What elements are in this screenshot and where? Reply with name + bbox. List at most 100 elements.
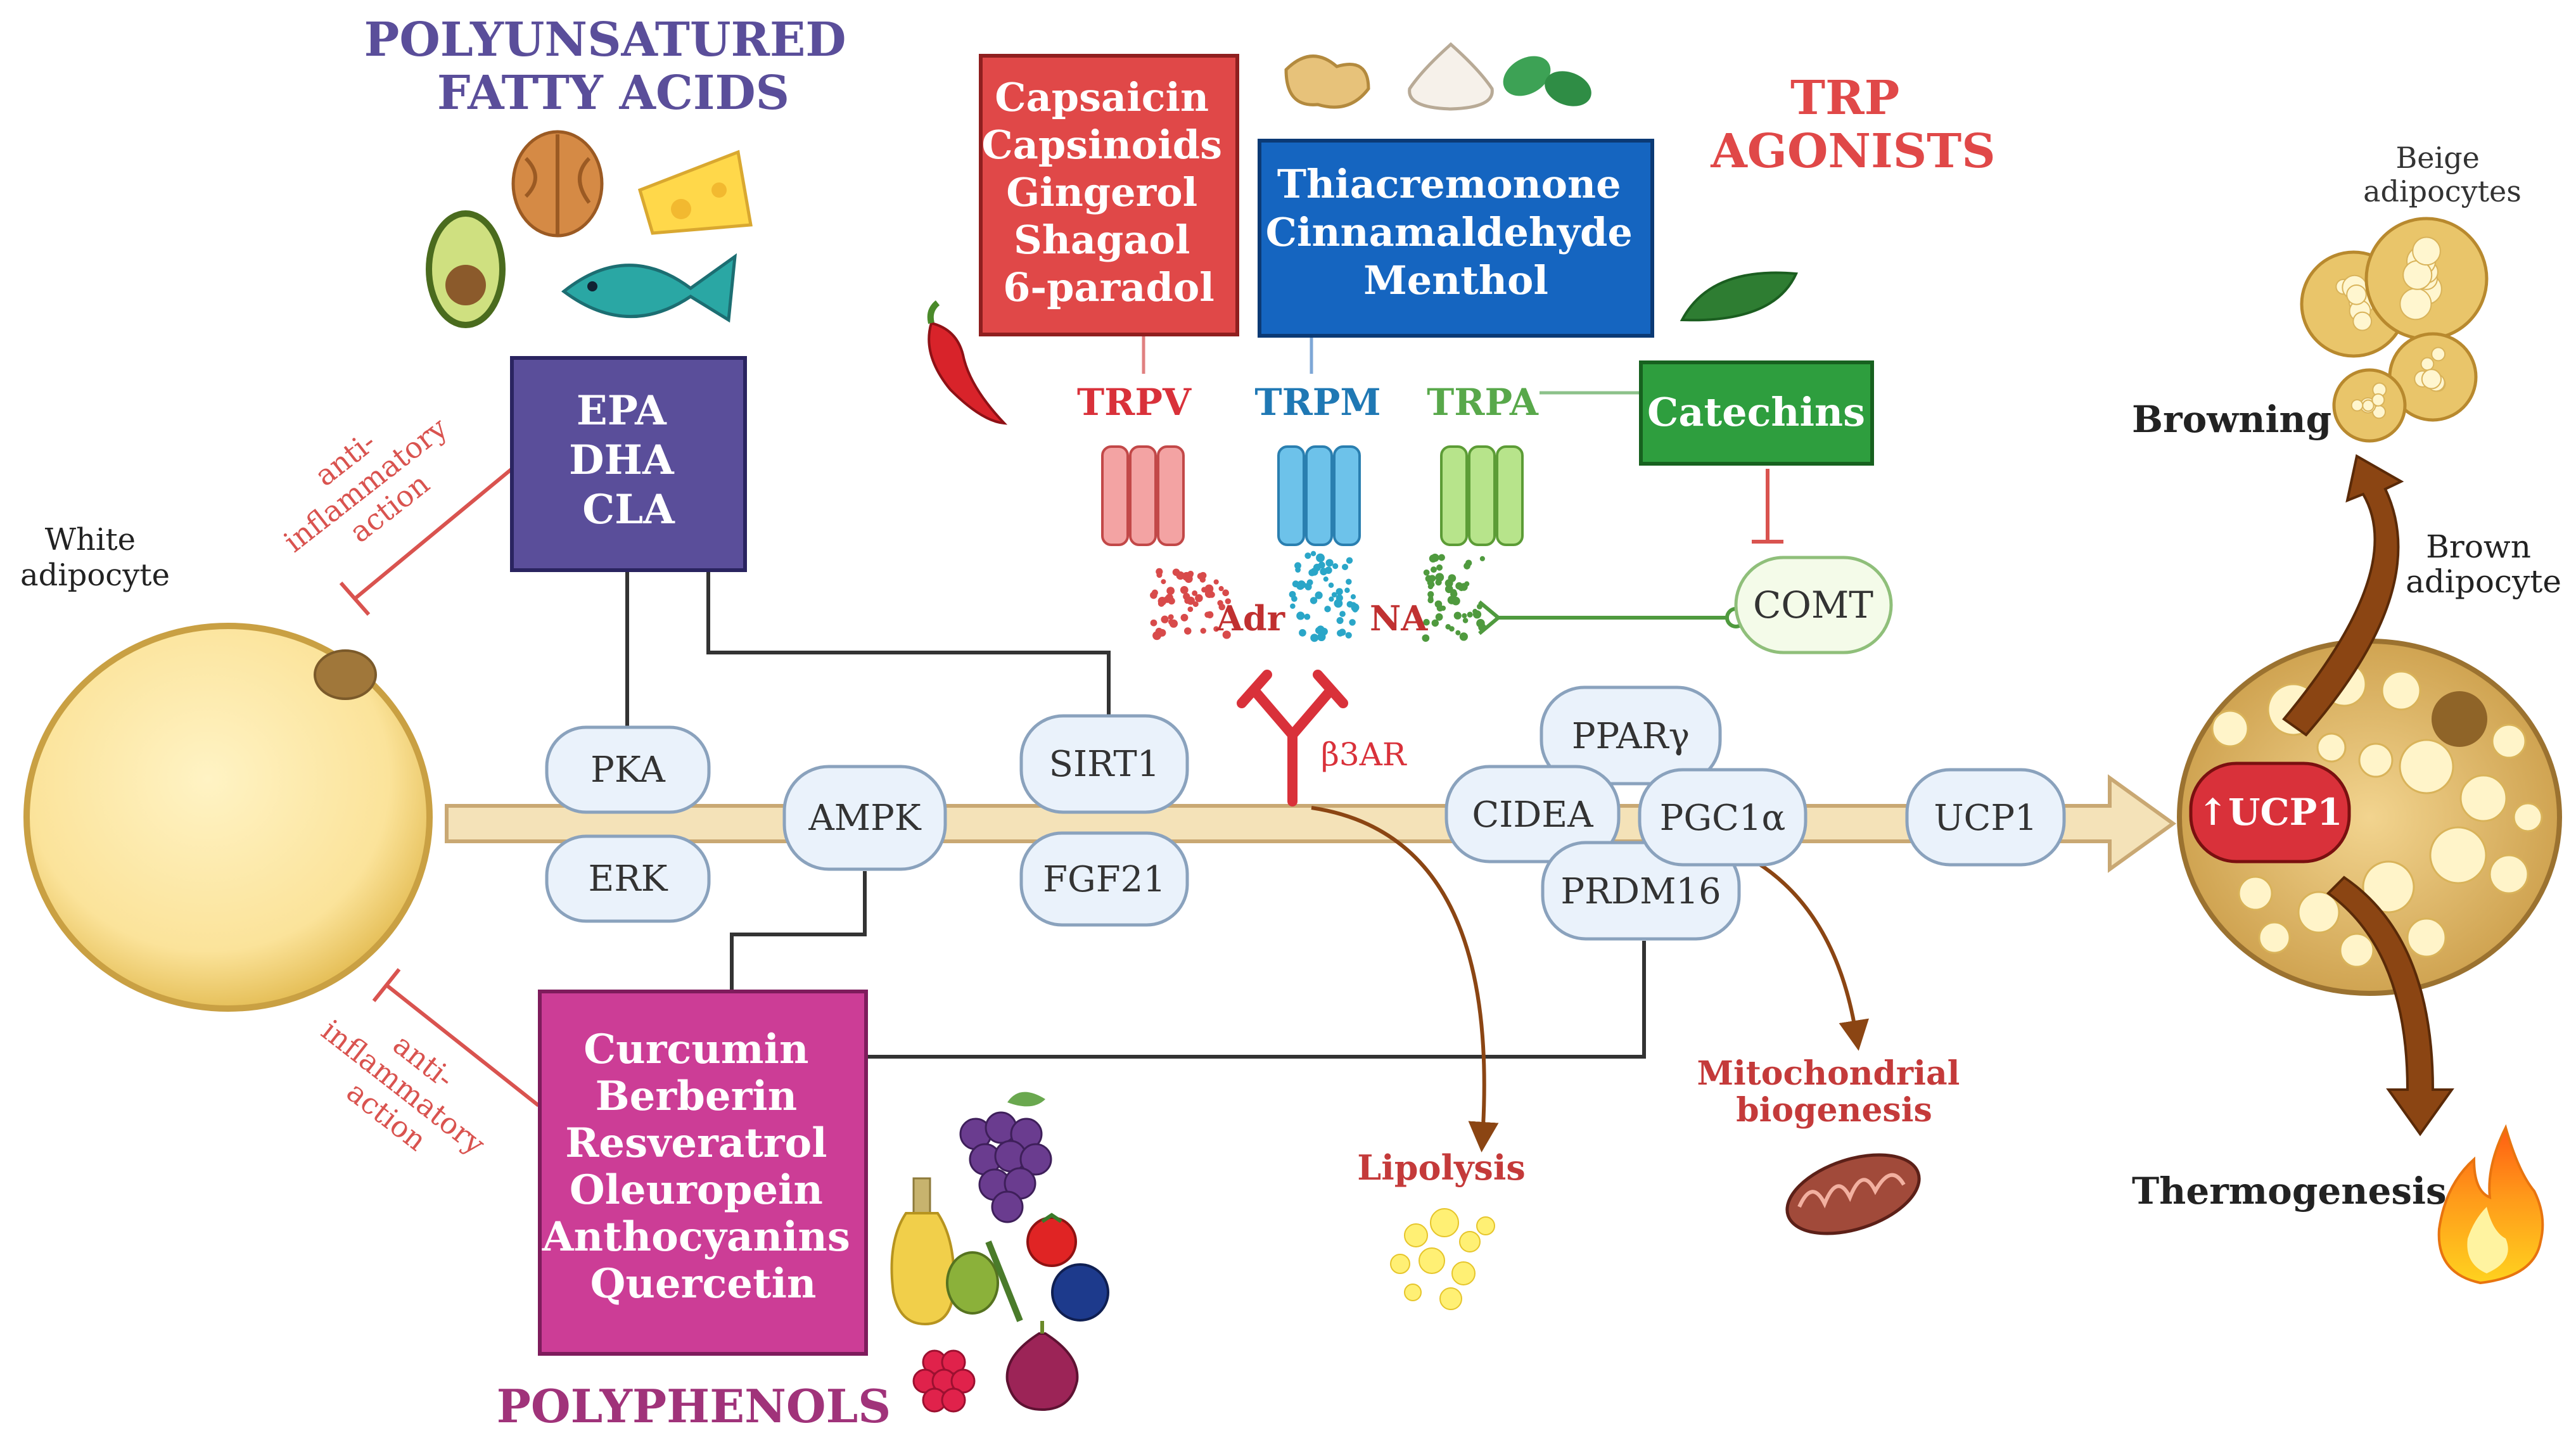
- decor-dot: [1213, 626, 1220, 632]
- pufa-box: EPA DHA CLA: [510, 356, 747, 572]
- decor-dot: [1213, 579, 1219, 585]
- trpm-label: TRPM: [1254, 381, 1380, 424]
- decor-dot: [1459, 632, 1468, 641]
- anti-inflammatory-label-bottom: anti- inflammatory action: [295, 987, 519, 1193]
- decor-dot: [1422, 634, 1430, 642]
- decor-dot: [1434, 600, 1443, 608]
- decor-dot: [1455, 630, 1461, 635]
- decor-dot: [1187, 606, 1194, 613]
- svg-text:↑UCP1: ↑UCP1: [2197, 791, 2342, 834]
- olive-icon: [946, 1240, 1023, 1322]
- decor-dot: [1329, 596, 1334, 602]
- ampk-node: AMPK: [782, 765, 947, 871]
- lipolysis-label: Lipolysis: [1357, 1147, 1525, 1188]
- decor-dot: [1431, 619, 1439, 627]
- main-pathway-arrow: [445, 774, 2177, 873]
- decor-dot: [1318, 561, 1325, 569]
- decor-dot: [1297, 580, 1306, 589]
- decor-dot: [1459, 1231, 1481, 1252]
- decor-dot: [1172, 568, 1180, 577]
- svg-text:COMT: COMT: [1753, 583, 1873, 627]
- prdm16-node: PRDM16: [1541, 841, 1741, 941]
- decor-dot: [1445, 624, 1451, 630]
- decor-dot: [1453, 611, 1462, 620]
- flame-icon: [2437, 1124, 2544, 1285]
- decor-dot: [1336, 617, 1344, 625]
- decor-dot: [1336, 588, 1343, 596]
- svg-text:AMPK: AMPK: [808, 798, 921, 839]
- decor-dot: [991, 1190, 1024, 1223]
- decor-dot: [2421, 369, 2442, 390]
- decor-dot: [2381, 670, 2421, 711]
- decor-dot: [1430, 566, 1437, 573]
- trpv-label: TRPV: [1077, 381, 1192, 424]
- trpa-channel-icon: [1440, 445, 1524, 546]
- decor-dot: [1464, 581, 1470, 587]
- decor-dot: [1472, 609, 1478, 615]
- white-adipocyte-label: White adipocyte: [20, 522, 170, 593]
- brown-adipocyte-label: Brown adipocyte: [2406, 528, 2561, 600]
- decor-dot: [1169, 619, 1178, 628]
- decor-dot: [1197, 573, 1204, 580]
- decor-dot: [1222, 589, 1229, 597]
- trpv-channel-icon: [1101, 445, 1185, 546]
- brown-adipocyte-icon: [2177, 639, 2562, 996]
- decor-dot: [1290, 603, 1296, 609]
- decor-dot: [2362, 399, 2375, 412]
- decor-dot: [1204, 611, 1211, 618]
- comt-node: COMT: [1734, 556, 1893, 654]
- decor-dot: [1344, 587, 1350, 594]
- decor-dot: [1435, 613, 1443, 621]
- decor-dot: [1350, 594, 1356, 600]
- oil-bottle-icon: [890, 1177, 955, 1326]
- garlic-icon: [1408, 42, 1494, 111]
- decor-dot: [1451, 1261, 1476, 1285]
- brown-adipocyte-ucp1-badge: ↑UCP1: [2189, 761, 2351, 863]
- decor-dot: [2420, 357, 2435, 371]
- polyphenols-box: Curcumin Berberin Resveratrol Oleuropein…: [538, 990, 868, 1356]
- pka-node: PKA: [545, 725, 711, 814]
- decor-dot: [1150, 619, 1157, 627]
- sirt1-node: SIRT1: [1019, 714, 1189, 814]
- decor-dot: [1444, 585, 1453, 594]
- decor-dot: [1156, 571, 1163, 578]
- decor-dot: [1165, 594, 1173, 602]
- decor-dot: [1341, 563, 1349, 571]
- beta3ar-receptor-icon: [1237, 670, 1348, 806]
- capsaicin-box: Capsaicin Capsinoids Gingerol Shagaol 6-…: [979, 54, 1239, 336]
- decor-dot: [2258, 921, 2291, 954]
- decor-dot: [1419, 1247, 1445, 1274]
- decor-dot: [1304, 552, 1311, 559]
- decor-dot: [2350, 399, 2364, 412]
- pufa-heading: POLYUNSATURED FATTY ACIDS: [364, 13, 863, 120]
- anti-inflammatory-label-top: anti- inflammatory action: [257, 379, 481, 585]
- svg-text:PPARγ: PPARγ: [1572, 716, 1690, 757]
- decor-dot: [1310, 634, 1319, 642]
- decor-dot: [1308, 569, 1316, 577]
- svg-text:Capsaicin Capsinoids: Capsaicin Capsinoids Gingerol Shagaol 6-…: [981, 74, 1235, 310]
- decor-dot: [1200, 627, 1206, 634]
- decor-dot: [1423, 569, 1430, 576]
- decor-dot: [1430, 1208, 1459, 1237]
- browning-label: Browning: [2132, 398, 2331, 441]
- svg-text:ERK: ERK: [589, 858, 668, 900]
- decor-dot: [1429, 582, 1435, 587]
- fat-droplets-icon: [1390, 1208, 1495, 1310]
- decor-dot: [2429, 826, 2487, 884]
- decor-dot: [1187, 571, 1194, 578]
- decor-dot: [1296, 611, 1305, 620]
- decor-dot: [1465, 559, 1472, 566]
- decor-dot: [2399, 288, 2432, 321]
- decor-dot: [1289, 590, 1296, 598]
- thermogenesis-label: Thermogenesis: [2132, 1169, 2447, 1213]
- decor-dot: [1195, 594, 1203, 602]
- white-adipocyte-icon: [23, 623, 433, 1012]
- decor-dot: [1204, 589, 1214, 598]
- decor-dot: [2358, 742, 2394, 778]
- decor-dot: [2412, 236, 2441, 266]
- pufa-to-sirt1-line: [706, 570, 1111, 716]
- adr-label: Adr: [1216, 598, 1285, 639]
- decor-dot: [1180, 613, 1189, 621]
- decor-dot: [1476, 604, 1482, 609]
- decor-dot: [1427, 591, 1434, 598]
